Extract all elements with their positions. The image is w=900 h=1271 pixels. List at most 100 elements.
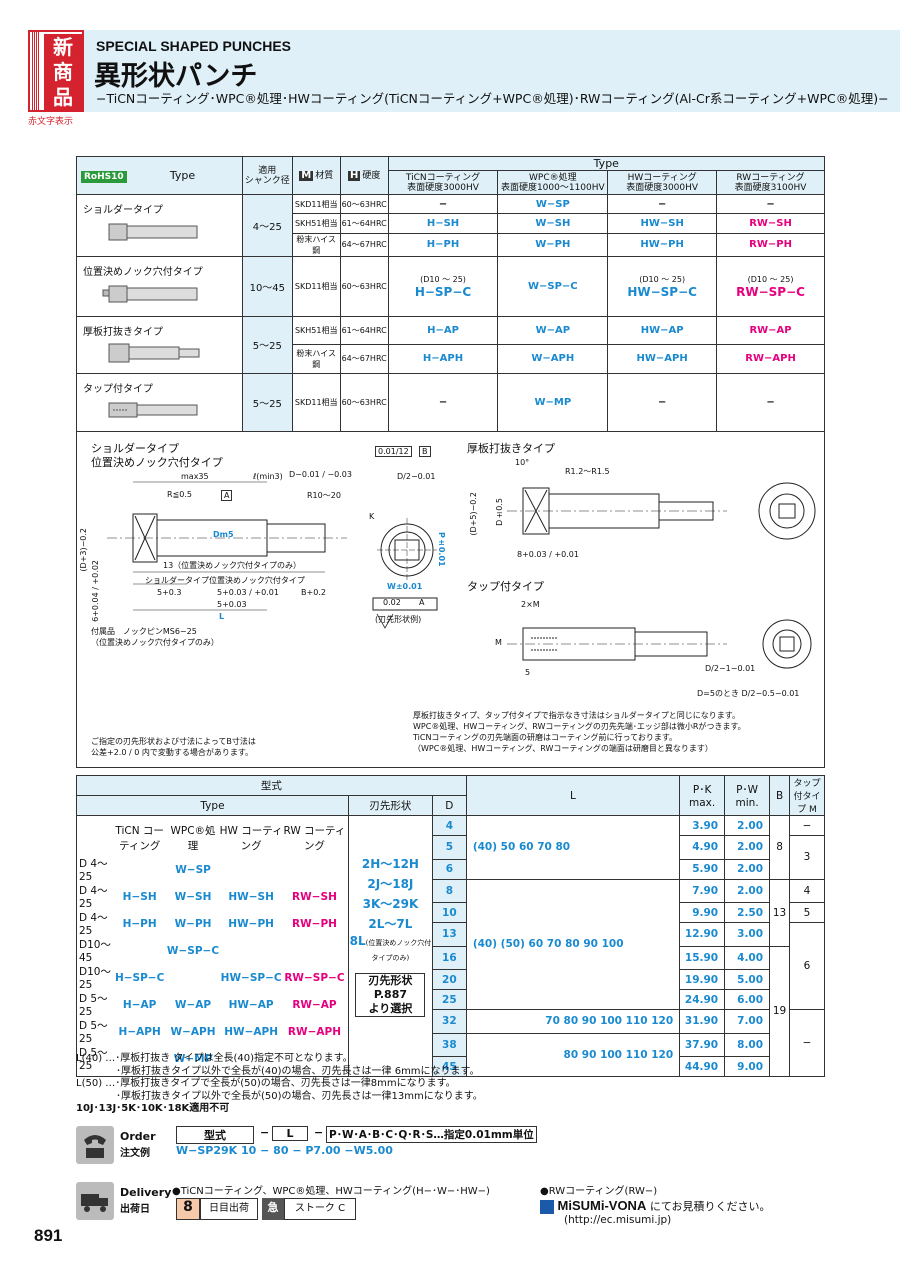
page-number: 891 (34, 1226, 63, 1245)
dim-label: B+0.2 (301, 588, 326, 597)
edge-select-box: 刃先形状 P.887 より選択 (355, 973, 426, 1017)
header-l: L (465, 775, 681, 816)
dim-label: (D+5)−0.2 (469, 492, 478, 536)
pw-cell: 5.00 (724, 969, 771, 990)
l-cell: 70 80 90 100 110 120 (465, 1009, 681, 1034)
m-cell: 3 (789, 835, 825, 880)
delivery-days-label: 日目出荷 (200, 1198, 258, 1220)
vona-tail: にてお見積りください。 (649, 1200, 771, 1213)
pw-cell: 8.00 (724, 1032, 771, 1057)
size-notes: L(40) …･厚板打抜き タイプは全長(40)指定不可となります。 ･厚板打抜… (76, 1053, 483, 1114)
b-cell: 8 (769, 815, 791, 880)
coating-header-wpc: WPC®処理表面硬度1000〜1100HV (497, 170, 609, 196)
subtitle: −TiCNコーティング･WPC®処理･HWコーティング(TiCNコーティング+W… (96, 91, 889, 106)
d-cell: 13 (431, 922, 467, 947)
d-cell: 38 (431, 1032, 467, 1057)
pw-cell: 9.00 (724, 1056, 771, 1077)
accessory-note: 付属品 ノックピンMS6−25（位置決めノック穴付タイプのみ） (91, 627, 219, 647)
d-cell: 20 (431, 969, 467, 990)
header-pw: P･W min. (724, 775, 771, 816)
l-cell: (40) 50 60 70 80 (465, 815, 681, 880)
order-label-jp: 注文例 (120, 1148, 150, 1159)
delivery-coatings: ●TiCNコーティング、WPC®処理、HWコーティング(H−･W−･HW−) (172, 1186, 490, 1197)
code-cell: (D10 〜 25)RW−SP−C (716, 255, 825, 318)
dim-label: 0.01/12 (375, 446, 412, 457)
hardness-cell: 60〜63HRC (339, 372, 389, 433)
code-cell: RW−AP (716, 316, 825, 346)
code-cell: H−PH (387, 232, 499, 257)
pk-cell: 24.90 (679, 989, 726, 1010)
vona-line: MiSUMi-VONA にてお見積りください。 (540, 1198, 771, 1214)
pk-cell: 19.90 (679, 969, 726, 990)
type-group-header: Type (387, 155, 826, 172)
pw-cell: 6.00 (724, 989, 771, 1010)
tap-title: タップ付タイプ (467, 580, 544, 593)
pk-cell: 31.90 (679, 1009, 726, 1034)
l-cell: 80 90 100 110 120 (465, 1032, 681, 1077)
b-cell: 13 (769, 878, 791, 947)
pk-cell: 7.90 (679, 878, 726, 903)
d-cell: 6 (431, 858, 467, 880)
code-cell: − (716, 372, 825, 433)
code-cell: W−SP−C (497, 255, 609, 318)
code-cell: H−AP (387, 316, 499, 346)
hardness-cell: 64〜67HRC (339, 232, 389, 257)
material-cell: 粉末ハイス鋼 (291, 232, 341, 257)
english-title: SPECIAL SHAPED PUNCHES (96, 38, 292, 54)
d-cell: 16 (431, 945, 467, 970)
header-b: B (769, 775, 791, 816)
pw-cell: 2.00 (724, 815, 771, 836)
dim-label: (D+3)−0.2 (79, 528, 88, 572)
d-cell: 45 (431, 1056, 467, 1077)
pk-cell: 37.90 (679, 1032, 726, 1057)
dim-label: max35 (181, 472, 209, 481)
d-cell: 10 (431, 902, 467, 923)
dim-label: 5+0.3 (157, 588, 182, 597)
right-notes: 厚板打抜きタイプ、タップ付タイプで指示なき寸法はショルダータイプと同じになります… (413, 711, 746, 753)
pk-cell: 4.90 (679, 835, 726, 860)
m-cell: − (789, 815, 825, 836)
d-cell: 32 (431, 1009, 467, 1034)
pw-cell: 2.00 (724, 878, 771, 903)
material-cell: SKH51相当 (291, 213, 341, 234)
header-katashiki: 型式 (76, 775, 467, 796)
order-l-header: L (272, 1126, 308, 1141)
vona-logo: MiSUMi-VONA (557, 1198, 647, 1213)
dim-label: 2×M (521, 600, 540, 609)
size-table: 型式 L P･K max. P･W min. B タップ付タイプ M Type … (76, 775, 825, 1077)
shank-knock: 10〜45 (241, 255, 293, 318)
code-cell: − (607, 372, 718, 433)
dim-label: D=5のとき D/2−0.5−0.01 (697, 689, 800, 698)
dim-label: R10〜20 (307, 491, 341, 500)
type-tap: タップ付タイプ (76, 372, 243, 433)
material-cell: SKD11相当 (291, 194, 341, 215)
dim-label: ℓ(min3) (253, 472, 283, 481)
dim-label: 13（位置決めノック穴付タイプのみ） (163, 561, 302, 570)
m-cell: − (789, 1009, 825, 1077)
pk-cell: 12.90 (679, 922, 726, 947)
drawing-lines (107, 481, 816, 669)
dim-label: R≦0.5 (167, 490, 192, 499)
page-title: 異形状パンチ (94, 61, 258, 92)
dim-label: R1.2〜R1.5 (565, 467, 610, 476)
dim-label: 5+0.03 / +0.01 (217, 588, 279, 597)
shank-thick: 5〜25 (241, 316, 293, 374)
dim-label: A (221, 490, 233, 501)
order-spec-header: P･W･A･B･C･Q･R･S…指定0.01mm単位 (326, 1126, 537, 1143)
dim-label: ショルダータイプ (145, 576, 209, 585)
edge-list: 2H〜12H 2J〜18J 3K〜29K 2L〜7L 8L(位置決めノック穴付タ… (347, 815, 433, 1077)
code-cell: HW−APH (607, 344, 718, 374)
code-cell: W−SH (497, 213, 609, 234)
shank-header: 適用 シャンク径 (241, 155, 293, 196)
dim-label: A (419, 598, 425, 607)
delivery-label: Delivery (120, 1186, 172, 1199)
coating-header-hw: HWコーティング表面硬度3000HV (607, 170, 718, 196)
m-cell: 4 (789, 878, 825, 903)
pw-cell: 4.00 (724, 945, 771, 970)
pk-cell: 5.90 (679, 858, 726, 880)
type-knock: 位置決めノック穴付タイプ (76, 255, 243, 318)
header-m: タップ付タイプ M (789, 775, 825, 816)
type-thick: 厚板打抜きタイプ (76, 316, 243, 374)
